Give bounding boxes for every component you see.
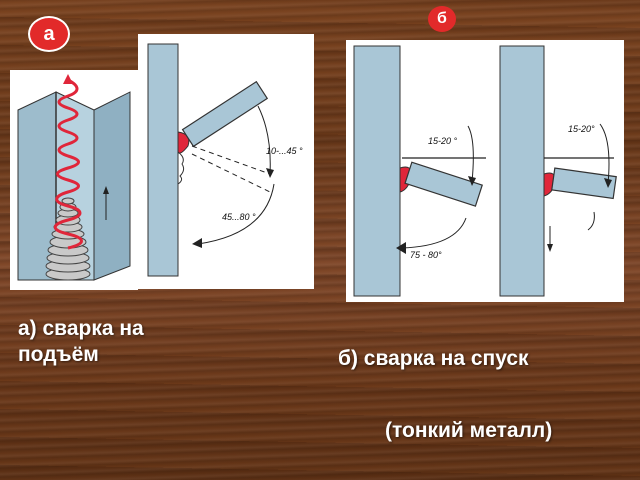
downward-weld-diagrams: 15-20 ° 75 - 80° 15-20° [346, 40, 624, 302]
guide-line-2 [191, 153, 271, 193]
guide-line-1 [191, 145, 271, 175]
plate-section [147, 43, 179, 277]
angle-arc-2 [197, 183, 275, 245]
caption-b-line1: б) сварка на спуск [338, 347, 529, 370]
label-a-badge: а [28, 16, 70, 52]
up-arrow-icon [63, 74, 73, 84]
left-plate [353, 45, 401, 297]
arc-arrow-icon [266, 168, 274, 178]
vertical-weld-3d-illustration [10, 70, 138, 290]
caption-b-line2: (тонкий металл) [385, 419, 553, 442]
angle-label-45-80: 45...80 ° [222, 212, 256, 222]
angle-label-right-15-20: 15-20° [568, 124, 595, 134]
right-electrode [551, 167, 617, 200]
angle-arc-1 [257, 105, 271, 175]
angle-label-10-45: 10-...45 ° [266, 146, 303, 156]
weld-bead-ripples [177, 151, 185, 185]
direction-arrow-icon [103, 186, 109, 194]
right-plate [499, 45, 545, 297]
downward-weld-drawing: 15-20 ° 75 - 80° 15-20° [353, 45, 617, 297]
caption-a-line1: а) сварка на [18, 317, 144, 340]
right-small-arc [587, 211, 595, 231]
angle-label-left-15-20: 15-20 ° [428, 136, 458, 146]
vertical-weld-3d-drawing [17, 74, 131, 281]
left-bottom-arc-arrow-icon [396, 242, 406, 254]
left-bottom-arc [401, 217, 467, 249]
plate-right-face [93, 91, 131, 281]
arc-arrow-icon-2 [192, 238, 202, 248]
down-arrow-icon [547, 244, 553, 252]
left-top-arc-arrow-icon [468, 176, 476, 186]
electrode [181, 80, 269, 148]
right-top-arc-arrow-icon [604, 178, 612, 188]
angle-label-75-80: 75 - 80° [410, 250, 442, 260]
left-top-arc [467, 125, 474, 183]
label-b-badge: б [428, 6, 456, 32]
left-electrode [404, 161, 483, 207]
caption-a-line2: подъём [18, 343, 99, 366]
right-top-arc [599, 123, 610, 185]
upward-weld-side-diagram: 10-...45 ° 45...80 ° [138, 34, 314, 289]
electrode-spiral-path [53, 78, 83, 250]
upward-weld-drawing: 10-...45 ° 45...80 ° [147, 43, 303, 277]
